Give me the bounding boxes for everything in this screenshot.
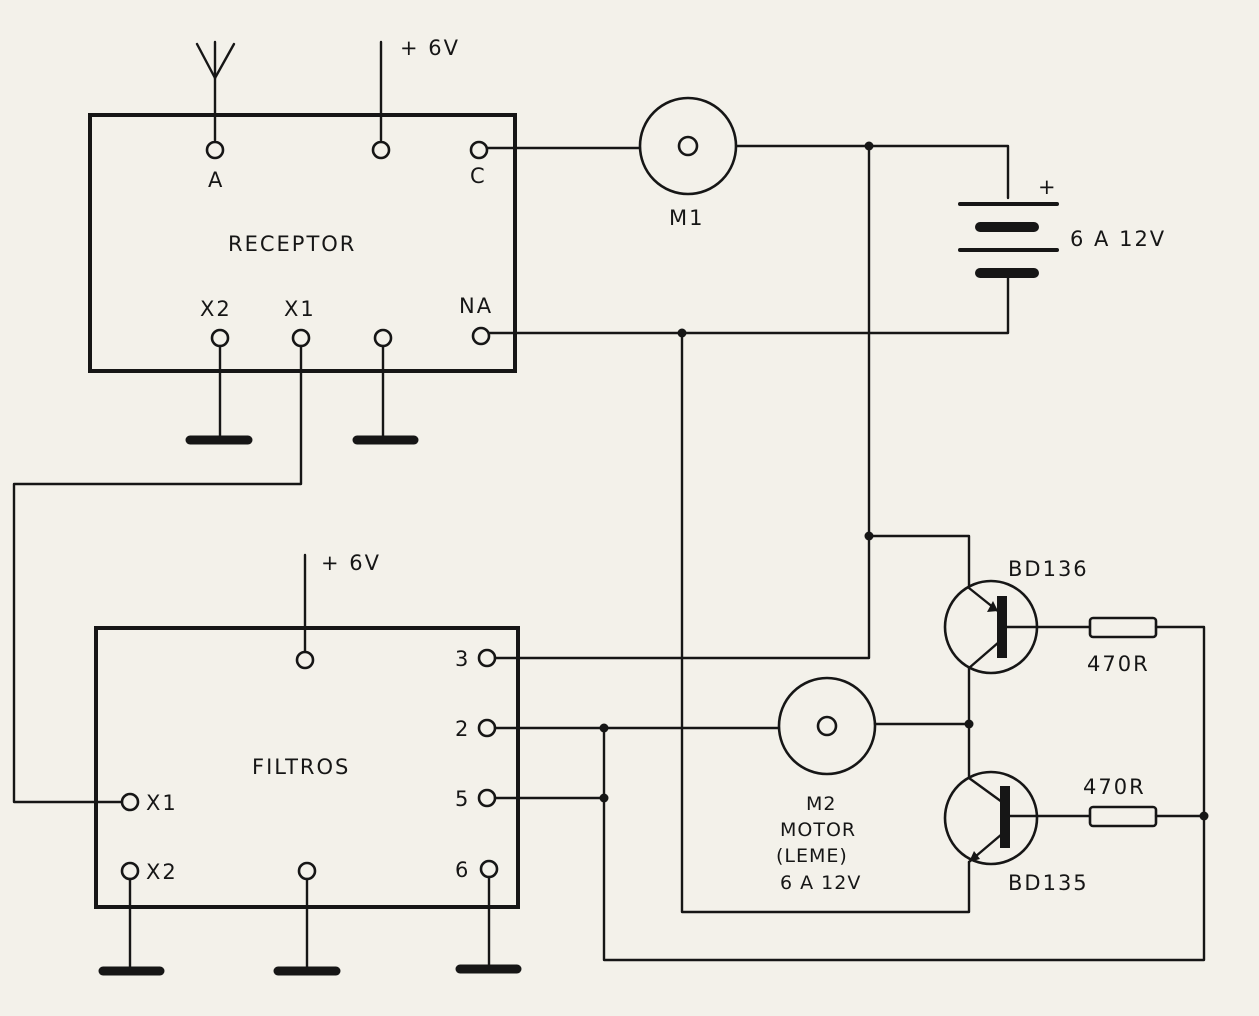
x1-link-wire [12,344,303,804]
m1-label: M1 [669,206,704,230]
filtros-terminal-gnd [297,861,317,881]
filtros-terminal-5 [477,788,497,808]
filtros-supply-label: + 6V [321,551,381,575]
receptor-pin-c-label: C [470,164,487,188]
filtros-terminal-x1 [120,792,140,812]
battery-plus-label: + [1038,175,1058,199]
filtros-block: FILTROS + 6V 3 2 5 6 X1 X2 [94,551,522,976]
wire-battery-na [487,276,1010,335]
resistor-r1 [1088,616,1158,639]
battery-label: 6 A 12V [1070,227,1166,251]
m2-line2: MOTOR [780,819,856,841]
filtros-terminal-6 [479,859,499,879]
filtros-pin-x2-label: X2 [146,860,178,884]
receptor-terminal-na [471,326,491,346]
transistor-icon [943,770,1039,866]
antenna-icon [195,40,236,142]
r2-label: 470R [1083,775,1146,799]
receptor-pin-a-label: A [208,168,224,192]
filtros-pin-6-label: 6 [455,858,470,882]
wire-r1-node [1154,625,1206,818]
transistor-bd135 [943,770,1039,866]
receptor-terminal-x2 [210,328,230,348]
filtros-pin-2-label: 2 [455,717,470,741]
m2-line4: 6 A 12V [780,872,861,894]
wire-m1-battery [734,144,1010,200]
wire-na-q2-emitter [680,331,971,914]
receptor-label: RECEPTOR [228,232,356,256]
wire-base-bus [602,726,1206,962]
receptor-block: RECEPTOR A + 6V C X2 X1 NA [88,36,517,445]
m2-line3: (LEME) [776,845,848,867]
receptor-terminal-c [469,140,489,160]
motor-m2 [777,676,877,776]
bd135-label: BD135 [1008,871,1089,895]
receptor-terminal-a [205,140,225,160]
receptor-box [88,113,517,373]
battery-icon [958,202,1059,278]
filtros-pin-x1-label: X1 [146,791,178,815]
receptor-pin-x1-label: X1 [284,297,316,321]
m2-line1: M2 [806,793,836,815]
filtros-pin-5-label: 5 [455,787,470,811]
transistor-bd136 [943,579,1039,675]
junction-dot [1199,811,1209,821]
wire-plus-q1-emitter [867,144,971,590]
filtros-terminal-x2 [120,861,140,881]
filtros-terminal-2 [477,718,497,738]
receptor-terminal-x1 [291,328,311,348]
receptor-terminal-supply [371,140,391,160]
receptor-terminal-gnd [373,328,393,348]
resistor-r2 [1088,805,1158,828]
r1-label: 470R [1087,652,1150,676]
receptor-pin-na-label: NA [459,294,493,318]
filtros-pin-3-label: 3 [455,647,470,671]
bd136-label: BD136 [1008,557,1089,581]
receptor-supply-label: + 6V [400,36,460,60]
filtros-terminal-3 [477,648,497,668]
filtros-terminal-supply [295,650,315,670]
receptor-pin-x2-label: X2 [200,297,232,321]
motor-m1 [638,96,738,196]
wire-pin3 [493,534,871,660]
filtros-label: FILTROS [252,755,350,779]
